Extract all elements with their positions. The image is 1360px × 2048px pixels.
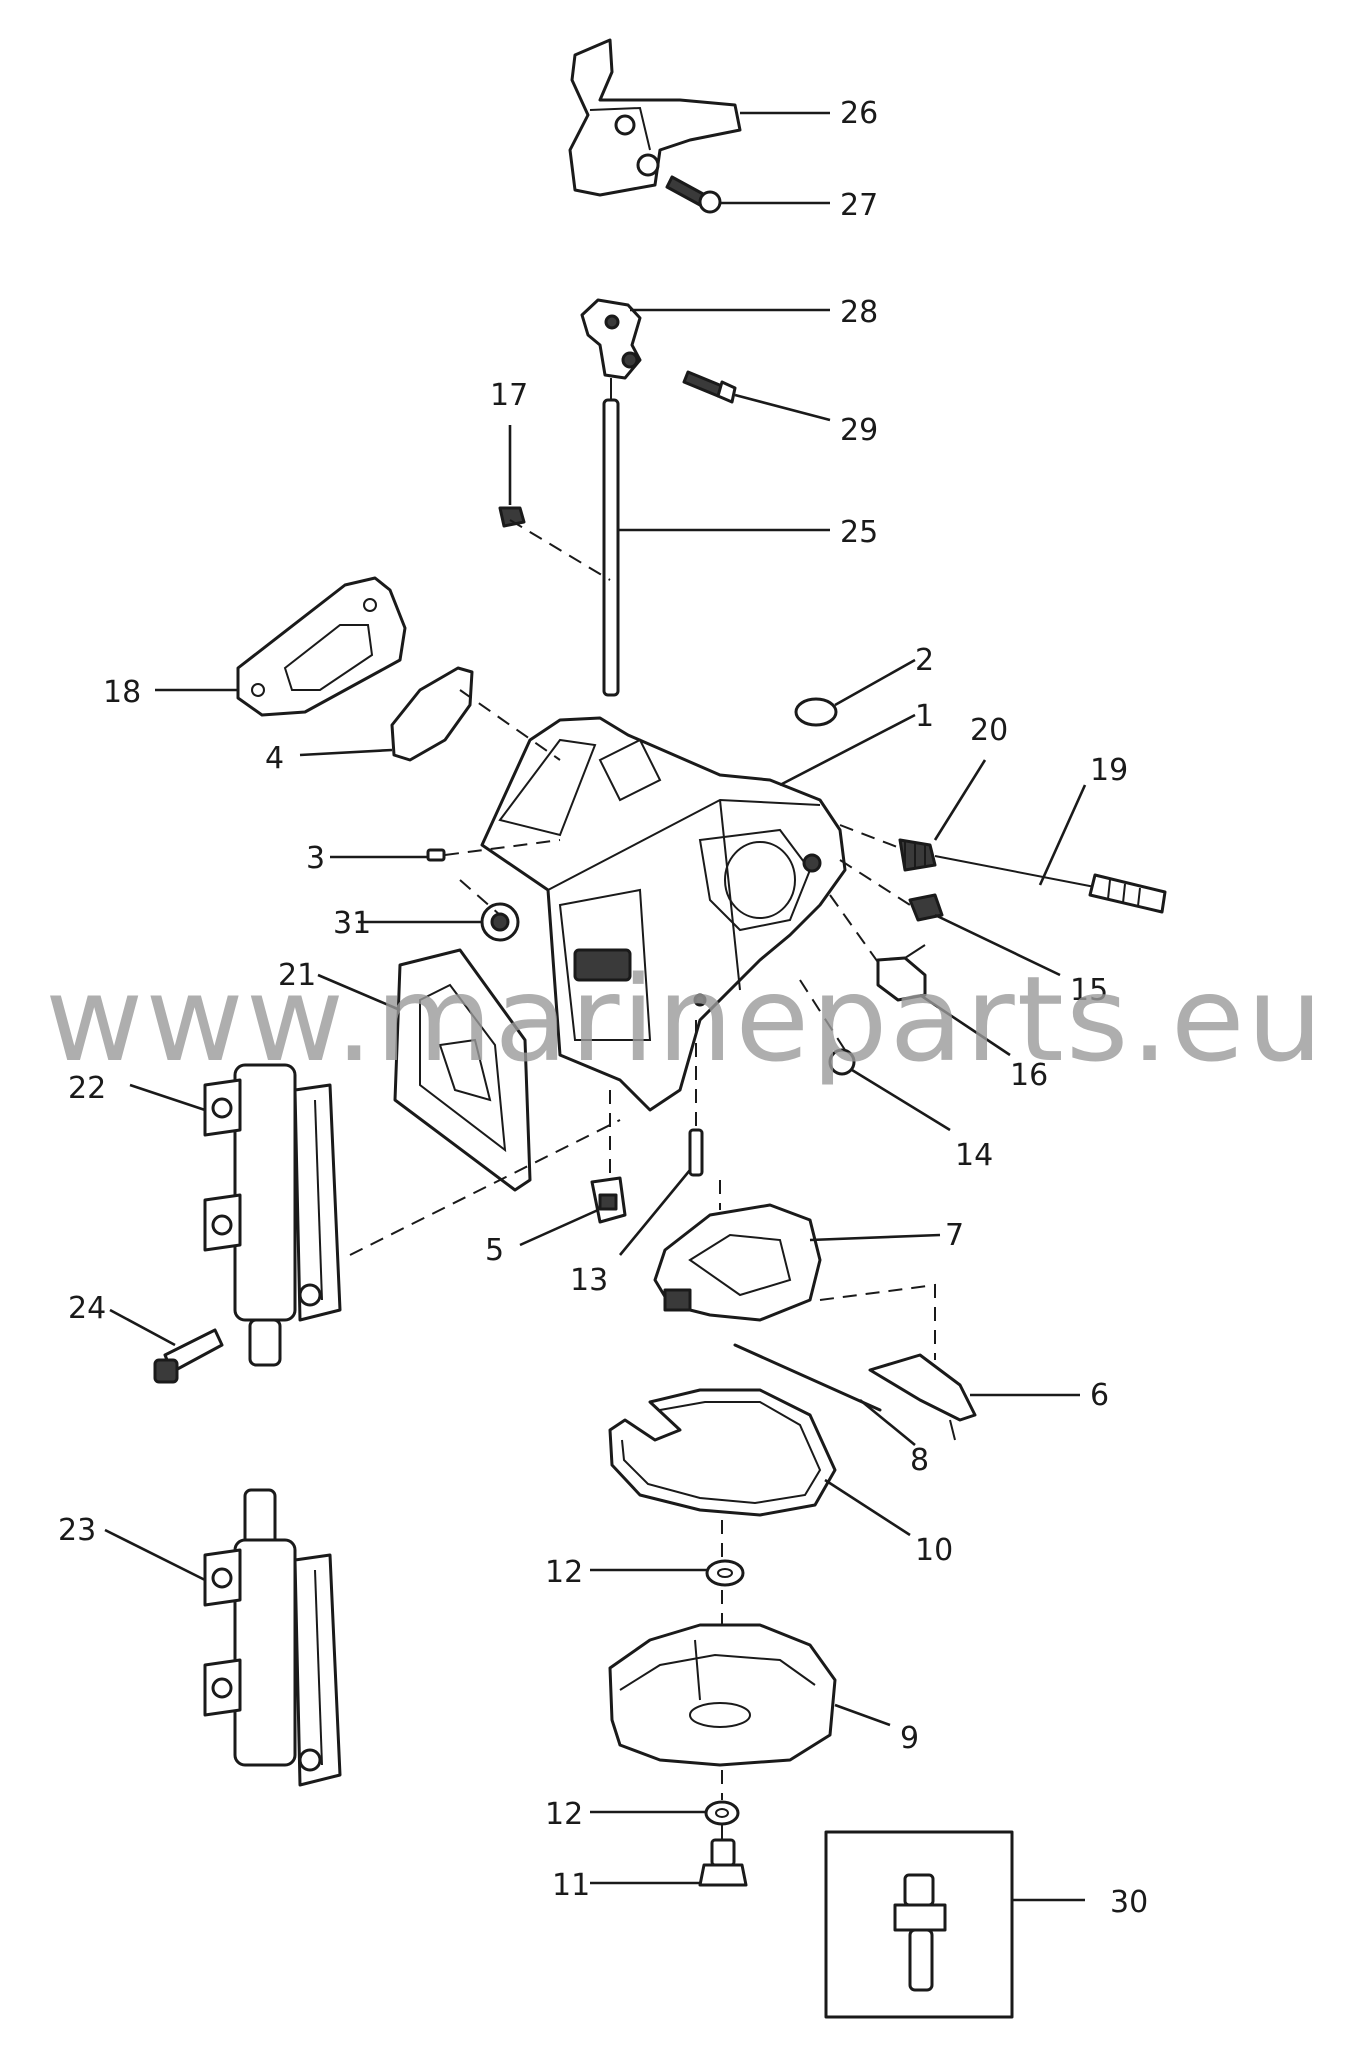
callout-8: 8 (910, 1443, 929, 1478)
part-10-o-ring (608, 1388, 837, 1517)
part-25-throttle-shaft (602, 378, 620, 697)
part-30-kit-box (824, 1830, 1014, 2019)
watermark: www.marineparts.eu (45, 950, 1325, 1088)
callout-24: 24 (68, 1291, 106, 1326)
callout-9: 9 (900, 1721, 919, 1756)
part-1-carburetor-body (480, 716, 847, 1112)
callout-10: 10 (915, 1533, 953, 1568)
part-13-needle (688, 1128, 704, 1177)
part-17-screw (498, 506, 526, 528)
part-drawings (153, 38, 1167, 2019)
part-16-clip (876, 944, 927, 1002)
callout-7: 7 (945, 1218, 964, 1253)
callout-labels: 1 2 3 4 5 6 7 8 9 10 11 12 12 13 14 15 1… (58, 96, 1148, 1920)
part-23-fuel-pump (203, 1488, 342, 1787)
part-26-throttle-lever (568, 38, 742, 197)
callout-20: 20 (970, 713, 1008, 748)
callout-13: 13 (570, 1263, 608, 1298)
callout-28: 28 (840, 295, 878, 330)
callout-4: 4 (265, 741, 284, 776)
callout-27: 27 (840, 188, 878, 223)
part-29-screw (682, 370, 737, 404)
callout-19: 19 (1090, 753, 1128, 788)
part-22-fuel-pump (203, 1063, 342, 1367)
callout-22: 22 (68, 1071, 106, 1106)
part-27-screw (665, 175, 722, 214)
part-5-block (590, 1176, 627, 1224)
part-2-plug (794, 697, 838, 727)
callout-12-lower: 12 (545, 1797, 583, 1832)
callout-2: 2 (915, 643, 934, 678)
callout-6: 6 (1090, 1378, 1109, 1413)
part-12-washer-lower (704, 1800, 740, 1826)
part-12-washer-upper (705, 1559, 745, 1587)
callout-25: 25 (840, 515, 878, 550)
callout-14: 14 (955, 1138, 993, 1173)
callout-16: 16 (1010, 1058, 1048, 1093)
part-11-drain-screw (698, 1838, 748, 1887)
leader-lines (104, 111, 1087, 1902)
part-7-float (653, 1203, 822, 1322)
callout-12-upper: 12 (545, 1555, 583, 1590)
part-4-diaphragm (390, 666, 474, 762)
part-31-nut (480, 902, 520, 942)
part-14-plug (828, 1048, 856, 1076)
part-28-connector (580, 298, 642, 380)
callout-1: 1 (915, 699, 934, 734)
part-8-pin (733, 1343, 882, 1412)
callout-21: 21 (278, 958, 316, 993)
callout-23: 23 (58, 1513, 96, 1548)
callout-15: 15 (1070, 973, 1108, 1008)
callout-18: 18 (103, 675, 141, 710)
callout-5: 5 (485, 1233, 504, 1268)
part-9-float-bowl (608, 1623, 837, 1767)
part-21-gasket (393, 948, 532, 1192)
part-15-fitting (908, 893, 944, 922)
callout-29: 29 (840, 413, 878, 448)
callout-26: 26 (840, 96, 878, 131)
assembly-lines (349, 519, 936, 1840)
part-18-gasket (236, 576, 407, 717)
callout-30: 30 (1110, 1885, 1148, 1920)
part-20-spring (898, 838, 937, 872)
callout-31: 31 (333, 906, 371, 941)
callout-3: 3 (306, 841, 325, 876)
part-6-float-lever (868, 1353, 977, 1441)
part-19-needle-screw (934, 855, 1167, 914)
callout-11: 11 (552, 1868, 590, 1903)
callout-17: 17 (490, 378, 528, 413)
part-24-screw (153, 1328, 224, 1384)
part-3-plug (426, 848, 446, 862)
